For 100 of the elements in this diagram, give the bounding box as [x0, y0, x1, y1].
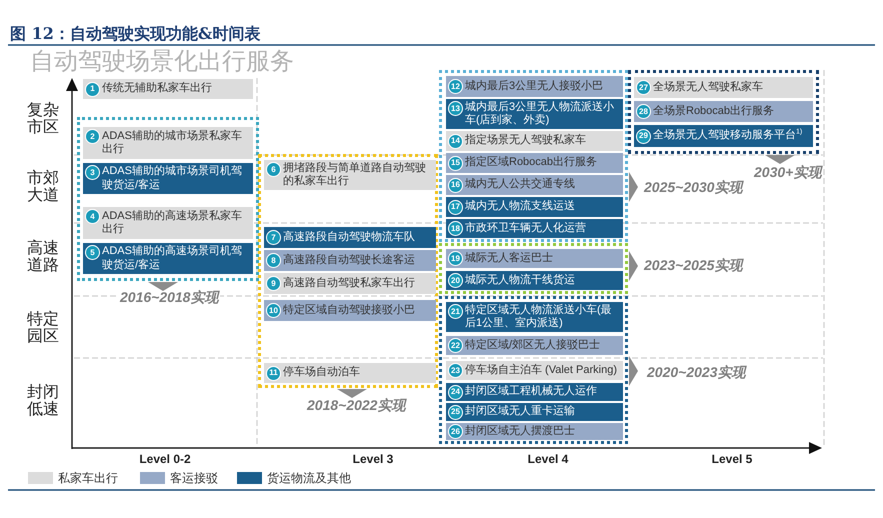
- scenario-text: 封闭区域无人摆渡巴士: [465, 424, 575, 438]
- scenario-box: [446, 403, 623, 421]
- scenario-box: [446, 131, 623, 151]
- number-badge: 19: [448, 251, 463, 266]
- scenario-text: 城内无人物流支线运送: [465, 200, 575, 214]
- legend-label: 货运物流及其他: [267, 471, 351, 485]
- scenario-text: 指定场景无人驾驶私家车: [465, 134, 586, 148]
- dotted-frame: [77, 117, 259, 281]
- period-label: 2023~2025实现: [642, 257, 744, 273]
- number-badge: 26: [448, 424, 463, 439]
- scenario-box: [83, 163, 253, 194]
- number-badge: 8: [266, 253, 281, 268]
- number-badge: 14: [448, 134, 463, 148]
- number-badge: 12: [448, 79, 463, 94]
- number-badge: 21: [448, 304, 463, 319]
- level-label: Level 5: [712, 452, 752, 466]
- number-badge: 9: [266, 276, 281, 291]
- period-label: 2020~2023实现: [645, 364, 748, 380]
- period-label: 2016~2018实现: [118, 289, 220, 305]
- period-label: 2030+实现: [752, 164, 824, 180]
- scenario-text: ADAS辅助的城市场景私家车出行: [102, 130, 243, 156]
- scenario-box: [446, 302, 623, 332]
- scenario-box: [446, 175, 623, 195]
- scenario-text: ADAS辅助的高速场景私家车出行: [102, 210, 243, 236]
- level-label: Level 3: [352, 452, 394, 466]
- scenario-text: 全场景无人驾驶移动服务平台$^{1)}$: [653, 129, 802, 143]
- subtitle: 自动驾驶场景化出行服务: [30, 48, 294, 76]
- period-label: 2025~2030实现: [642, 179, 744, 195]
- scenario-text: 全场景无人驾驶私家车: [653, 80, 763, 94]
- scenario-text: ADAS辅助的高速场景司机驾驶货运/客运: [102, 245, 243, 272]
- scenario-box: [83, 243, 253, 274]
- scenario-box: [264, 250, 436, 271]
- number-badge: 20: [448, 273, 463, 288]
- number-badge: 2: [85, 129, 100, 144]
- row-label: 高速道路: [26, 240, 60, 274]
- scenario-box: [634, 125, 813, 147]
- scenario-box: [446, 383, 623, 401]
- scenario-text: 城际无人客运巴士: [465, 252, 553, 266]
- scenario-text: 特定区域/郊区无人接驳巴士: [465, 338, 600, 352]
- scenario-text: 封闭区域工程机械无人运作: [465, 385, 597, 399]
- scenario-text: 高速路自动驾驶私家车出行: [283, 276, 415, 290]
- scenario-text: 拥堵路段与简单道路自动驾驶的私家车出行: [283, 162, 427, 188]
- scenario-box: [264, 160, 436, 190]
- number-badge: 29: [636, 128, 651, 144]
- number-badge: 11: [266, 366, 281, 380]
- dotted-frame: [439, 296, 628, 444]
- scenario-box: [634, 101, 813, 122]
- dotted-frame: [628, 70, 819, 154]
- number-badge: 1: [85, 82, 100, 96]
- scenario-text: 城际无人物流干线货运: [465, 274, 575, 288]
- scenario-text: 城内无人公共交通专线: [465, 178, 575, 192]
- scenario-text: 停车场自动泊车: [283, 366, 360, 380]
- number-badge: 18: [448, 221, 463, 236]
- scenario-text: 高速路段自动驾驶物流车队: [283, 230, 415, 244]
- scenario-box: [446, 99, 623, 129]
- scenario-text: 全场景Robocab出行服务: [653, 104, 774, 118]
- scenario-box: [446, 249, 623, 268]
- number-badge: 3: [85, 165, 100, 180]
- scenario-box: [446, 361, 623, 380]
- dotted-frame: [439, 243, 628, 294]
- legend-label: 私家车出行: [58, 471, 118, 485]
- scenario-text: 特定区域无人物流派送小车(最后1公里、室内派送): [465, 304, 613, 330]
- scenario-text: 指定区域Robocab出行服务: [465, 156, 598, 170]
- scenario-box: [446, 336, 623, 355]
- scenario-box: [83, 127, 253, 159]
- scenario-text: 高速路段自动驾驶长途客运: [283, 254, 415, 268]
- number-badge: 23: [448, 363, 463, 378]
- scenario-text: 特定区域自动驾驶接驳小巴: [283, 304, 415, 318]
- scenario-text: 城内最后3公里无人物流派送小车(店到家、外卖): [465, 100, 616, 128]
- scenario-box: [83, 207, 253, 239]
- row-label: 复杂市区: [26, 102, 60, 136]
- scenario-box: [264, 273, 436, 294]
- scenario-text: 停车场自主泊车 (Valet Parking): [465, 364, 617, 378]
- scenario-box: [264, 363, 436, 383]
- number-badge: 15: [448, 156, 463, 170]
- number-badge: 4: [85, 209, 100, 224]
- scenario-box: [634, 77, 813, 98]
- scenario-box: [446, 76, 623, 97]
- number-badge: 17: [448, 200, 463, 214]
- scenario-box: [446, 153, 623, 173]
- row-label: 特定园区: [26, 311, 60, 345]
- period-label: 2018~2022实现: [305, 397, 408, 413]
- scenario-box: [446, 197, 623, 217]
- scenario-text: 城内最后3公里无人接驳小巴: [465, 80, 604, 94]
- scenario-text: 传统无辅助私家车出行: [102, 82, 212, 96]
- scenario-box: [446, 423, 623, 440]
- level-label: Level 0-2: [139, 452, 191, 466]
- scenario-box: [264, 300, 436, 321]
- scenario-text: 封闭区域无人重卡运输: [465, 405, 575, 419]
- legend-label: 客运接驳: [170, 471, 218, 485]
- number-badge: 16: [448, 178, 463, 192]
- scenario-box: [446, 271, 623, 290]
- number-badge: 6: [266, 162, 281, 177]
- dotted-frame: [439, 70, 628, 242]
- number-badge: 24: [448, 384, 463, 400]
- row-label: 市郊大道: [26, 170, 60, 204]
- number-badge: 13: [448, 101, 463, 116]
- dotted-frame: [258, 154, 438, 388]
- number-badge: 28: [636, 104, 651, 119]
- scenario-text: ADAS辅助的城市场景司机驾驶货运/客运: [102, 165, 243, 192]
